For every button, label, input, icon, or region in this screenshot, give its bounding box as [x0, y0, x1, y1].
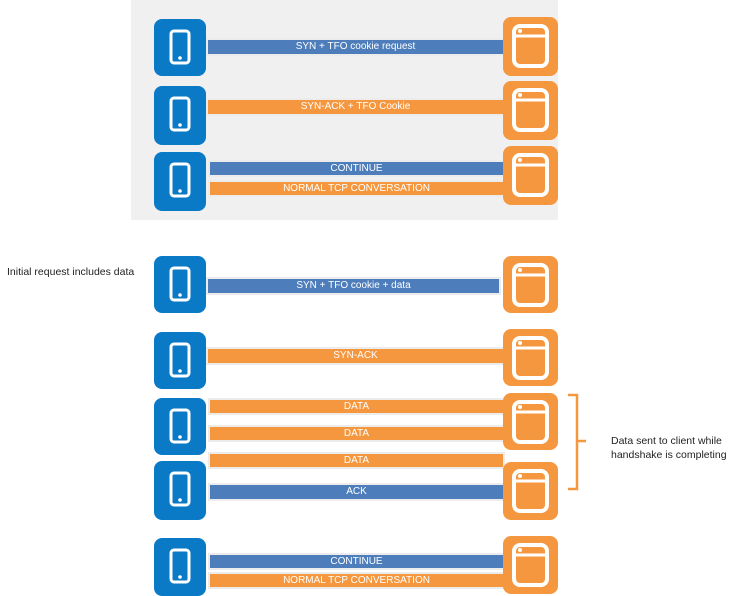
- server: [503, 462, 558, 520]
- client-device: [154, 152, 206, 211]
- client-device: [154, 86, 206, 145]
- server: [503, 81, 558, 140]
- server: [503, 536, 558, 594]
- message-bar: DATA: [210, 427, 503, 440]
- message-bar: CONTINUE: [210, 162, 503, 175]
- client-device: [154, 461, 206, 520]
- brace-note-line: Data sent to client while: [611, 435, 722, 447]
- message-bar: DATA: [210, 400, 503, 413]
- client-device: [154, 256, 206, 313]
- message-bar: NORMAL TCP CONVERSATION: [210, 574, 503, 587]
- server: [503, 146, 558, 205]
- server: [503, 17, 558, 76]
- client-device: [154, 332, 206, 389]
- message-bar: DATA: [210, 454, 503, 467]
- client-device: [154, 19, 206, 76]
- server: [503, 393, 558, 450]
- message-bar: SYN + TFO cookie + data: [208, 279, 499, 293]
- server: [503, 329, 558, 386]
- brace-bracket: [568, 393, 586, 491]
- server: [503, 256, 558, 313]
- message-bar: SYN-ACK + TFO Cookie: [208, 100, 503, 114]
- brace-note-line: handshake is completing: [611, 449, 727, 461]
- message-bar: SYN-ACK: [208, 349, 503, 363]
- message-bar: CONTINUE: [210, 555, 503, 568]
- message-bar: SYN + TFO cookie request: [208, 40, 503, 54]
- client-device: [154, 398, 206, 455]
- initial-request-note: Initial request includes data: [7, 266, 135, 278]
- brace-note: Data sent to client while handshake is c…: [611, 434, 727, 462]
- message-bar: NORMAL TCP CONVERSATION: [210, 182, 503, 195]
- message-bar: ACK: [210, 485, 503, 499]
- client-device: [154, 538, 206, 596]
